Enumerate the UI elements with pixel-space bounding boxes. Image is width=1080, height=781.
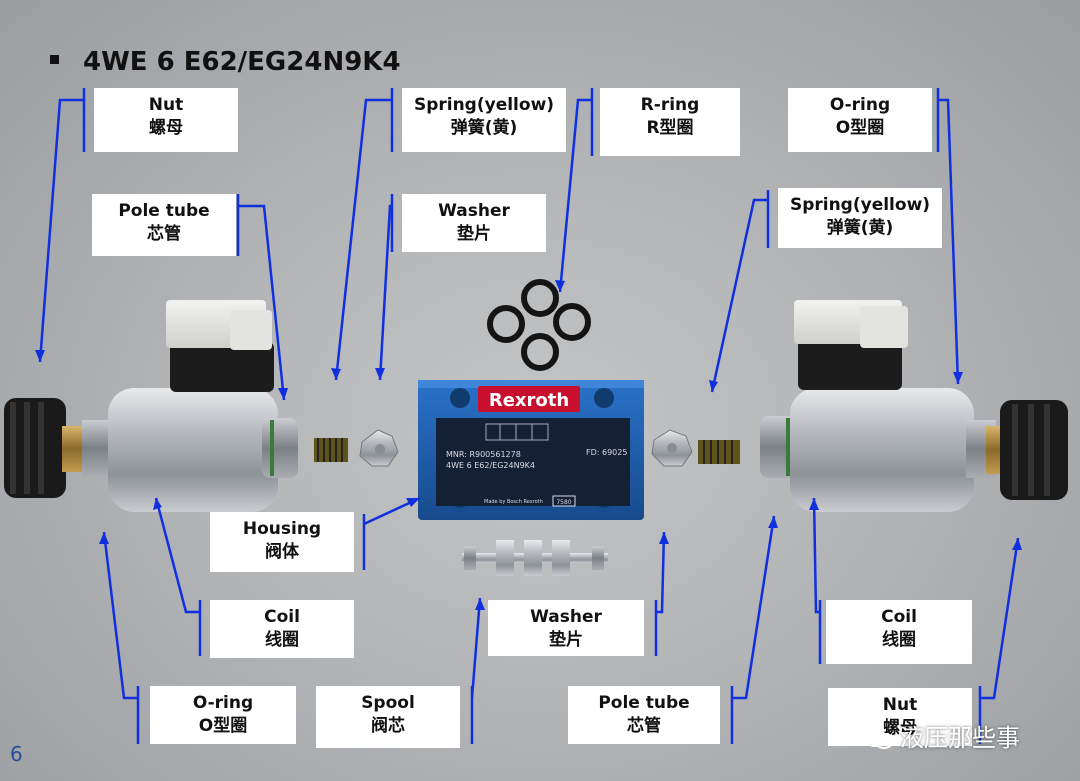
label-en: Pole tube <box>598 693 690 713</box>
label-washer-bottom: Washer 垫片 <box>488 600 644 656</box>
label-en: Pole tube <box>118 201 210 221</box>
label-zh: 螺母 <box>883 718 917 738</box>
valve-fd-text: FD: 69025 <box>586 448 627 457</box>
left-nut-knob <box>4 398 84 498</box>
label-en: Spring(yellow) <box>413 95 555 115</box>
right-nut-knob <box>986 400 1068 500</box>
label-en: Coil <box>881 607 917 627</box>
label-zh: 弹簧(黄) <box>450 118 518 138</box>
label-en: Washer <box>530 607 602 627</box>
label-nut-left: Nut 螺母 <box>94 88 238 152</box>
label-zh: 芯管 <box>147 224 181 244</box>
label-nut-right: Nut 螺母 <box>828 688 972 746</box>
right-washer <box>651 429 693 467</box>
right-spring <box>698 440 740 464</box>
label-zh: R型圈 <box>646 118 694 138</box>
label-en: Coil <box>264 607 300 627</box>
label-pole-tube-left: Pole tube 芯管 <box>92 194 236 256</box>
label-coil-right: Coil 线圈 <box>826 600 972 664</box>
label-zh: 垫片 <box>457 224 491 244</box>
label-housing: Housing 阀体 <box>210 512 354 572</box>
page-number: 6 <box>10 742 23 766</box>
label-washer-top: Washer 垫片 <box>402 194 546 252</box>
label-zh: O型圈 <box>198 716 248 736</box>
label-en: Spool <box>361 693 415 713</box>
watermark-text: 液压那些事 <box>900 724 1020 752</box>
label-en: O-ring <box>192 693 254 713</box>
spool <box>462 540 608 576</box>
left-spring <box>314 438 348 462</box>
label-spring-right: Spring(yellow) 弹簧(黄) <box>778 188 942 248</box>
label-zh: 线圈 <box>882 630 916 650</box>
leader-arrowheads <box>35 280 1022 610</box>
title-bullet <box>50 55 59 64</box>
label-o-ring-bottom: O-ring O型圈 <box>150 686 296 744</box>
watermark: 液压那些事 <box>862 718 1020 753</box>
label-en: Nut <box>148 95 184 115</box>
label-pole-tube-right: Pole tube 芯管 <box>568 686 720 744</box>
label-r-ring: R-ring R型圈 <box>600 88 740 156</box>
label-zh: O型圈 <box>835 118 885 138</box>
label-en: R-ring <box>640 95 700 115</box>
left-washer <box>359 429 399 467</box>
label-zh: 芯管 <box>627 716 661 736</box>
label-en: Housing <box>242 519 322 539</box>
valve-model-text: 4WE 6 E62/EG24N9K4 <box>446 461 535 470</box>
label-coil-left: Coil 线圈 <box>210 600 354 658</box>
label-en: Spring(yellow) <box>789 195 931 215</box>
label-en: O-ring <box>829 95 891 115</box>
label-spring-left: Spring(yellow) 弹簧(黄) <box>402 88 566 152</box>
label-zh: 线圈 <box>265 630 299 650</box>
label-zh: 弹簧(黄) <box>826 218 894 238</box>
valve-mnr-text: MNR: R900561278 <box>446 450 521 459</box>
label-zh: 阀芯 <box>371 716 405 736</box>
chat-bubble-icon <box>863 729 894 749</box>
valve-made-by-text: Made by Bosch Rexroth <box>484 499 543 505</box>
valve-code-text: 7580 <box>556 499 571 506</box>
o-rings <box>487 279 591 371</box>
label-zh: 螺母 <box>149 118 183 138</box>
label-spool: Spool 阀芯 <box>316 686 460 748</box>
label-o-ring-top: O-ring O型圈 <box>788 88 932 152</box>
label-en: Washer <box>438 201 510 221</box>
slide-title-text: 4WE 6 E62/EG24N9K4 <box>83 47 401 77</box>
label-zh: 垫片 <box>549 630 583 650</box>
right-coil <box>760 300 996 512</box>
leader-lines <box>38 88 1020 744</box>
slide-title: 4WE 6 E62/EG24N9K4 <box>50 44 401 80</box>
valve-brand-text: Rexroth <box>489 390 569 411</box>
valve-housing: Rexroth MNR: R900561278 FD: 69025 4WE 6 … <box>418 380 644 520</box>
label-en: Nut <box>882 695 918 715</box>
left-coil <box>82 300 298 512</box>
label-zh: 阀体 <box>265 542 299 562</box>
